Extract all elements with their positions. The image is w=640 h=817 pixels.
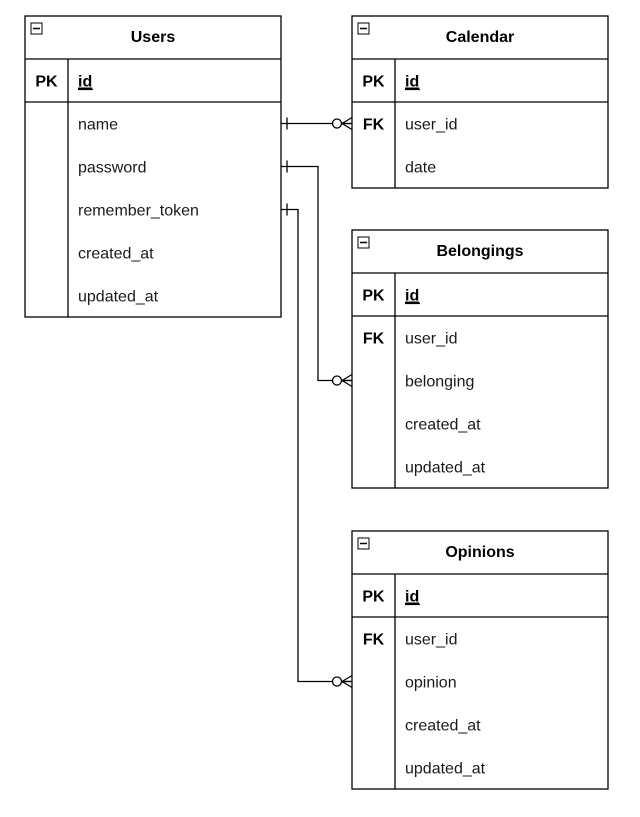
field-key-label: FK [363, 117, 385, 134]
field-name: name [78, 117, 118, 134]
field-name: created_at [405, 718, 481, 735]
relation-line [281, 208, 352, 683]
field-key-label: FK [363, 331, 385, 348]
field-name: user_id [405, 331, 457, 348]
pk-field-name: id [78, 74, 92, 91]
field-row[interactable]: created_at [78, 246, 154, 263]
field-row[interactable]: created_at [405, 417, 481, 434]
relation-users-calendar[interactable] [281, 116, 353, 131]
field-name: user_id [405, 117, 457, 134]
collapse-toggle-icon[interactable] [357, 22, 370, 35]
relations-layer [281, 116, 353, 689]
zero-or-many-marker-icon [331, 373, 353, 388]
pk-key-label: PK [362, 74, 385, 91]
field-name: user_id [405, 632, 457, 649]
field-row[interactable]: date [405, 160, 436, 177]
table-frame [351, 229, 609, 489]
zero-or-many-marker-icon [331, 674, 353, 689]
field-name: created_at [405, 417, 481, 434]
relation-line [281, 165, 352, 382]
collapse-toggle-icon[interactable] [357, 537, 370, 550]
collapse-toggle-icon[interactable] [357, 236, 370, 249]
field-row[interactable]: FK user_id [363, 117, 458, 134]
pk-field-name: id [405, 74, 419, 91]
field-name: updated_at [405, 761, 486, 778]
table-title: Users [131, 29, 176, 46]
table-frame [351, 530, 609, 790]
zero-or-many-marker-icon [331, 116, 353, 131]
pk-key-label: PK [35, 74, 58, 91]
field-key-label: FK [363, 632, 385, 649]
table-title: Opinions [445, 544, 514, 561]
relation-users-belongings[interactable] [281, 160, 353, 388]
field-row[interactable]: remember_token [78, 203, 199, 220]
pk-field-name: id [405, 589, 419, 606]
pk-key-label: PK [362, 288, 385, 305]
field-name: remember_token [78, 203, 199, 220]
field-row[interactable]: FK user_id [363, 632, 458, 649]
collapse-toggle-icon[interactable] [30, 22, 43, 35]
field-row[interactable]: belonging [405, 374, 474, 391]
field-name: belonging [405, 374, 474, 391]
field-row[interactable]: updated_at [78, 289, 159, 306]
field-name: created_at [78, 246, 154, 263]
pk-field-name: id [405, 288, 419, 305]
field-row[interactable]: updated_at [405, 761, 486, 778]
relation-users-opinions[interactable] [281, 203, 353, 689]
field-row[interactable]: FK user_id [363, 331, 458, 348]
field-row[interactable]: updated_at [405, 460, 486, 477]
field-row[interactable]: password [78, 160, 146, 177]
field-row[interactable]: name [78, 117, 118, 134]
field-name: password [78, 160, 146, 177]
field-name: date [405, 160, 436, 177]
field-row[interactable]: created_at [405, 718, 481, 735]
table-title: Calendar [446, 29, 514, 46]
field-name: opinion [405, 675, 457, 692]
table-frame [24, 15, 282, 318]
field-name: updated_at [405, 460, 486, 477]
field-row[interactable]: opinion [405, 675, 457, 692]
pk-key-label: PK [362, 589, 385, 606]
field-name: updated_at [78, 289, 159, 306]
table-title: Belongings [436, 243, 523, 260]
